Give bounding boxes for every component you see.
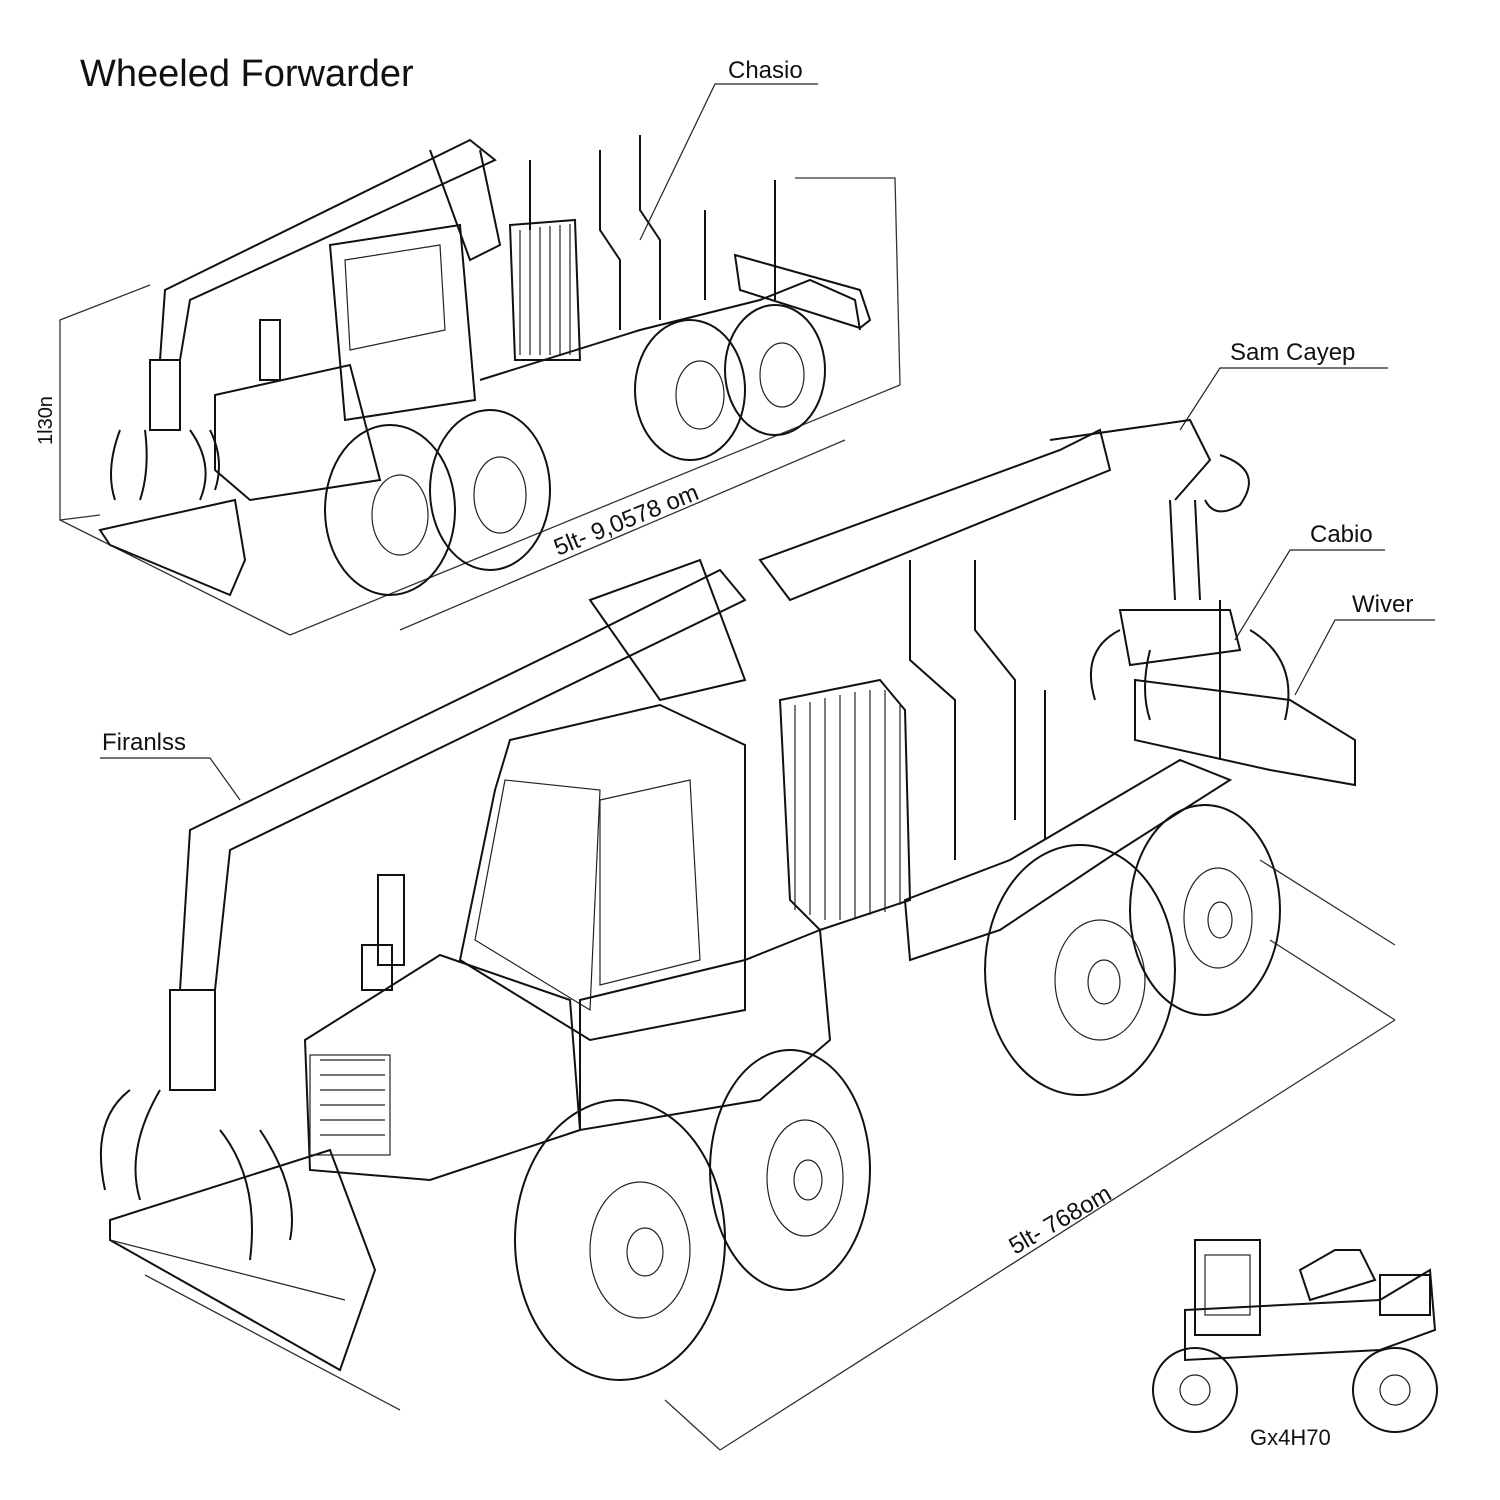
label-crane: Sam Cayep (1179, 339, 1388, 431)
label-blade: Wiver (1294, 591, 1435, 696)
label-frame-text: Firanlss (102, 729, 186, 756)
label-cab-text: Cabio (1310, 521, 1373, 548)
blade-main (109, 1148, 377, 1372)
label-frame: Firanlss (100, 729, 241, 801)
inset-cab (1194, 1239, 1261, 1336)
label-blade-text: Wiver (1352, 591, 1413, 618)
wheel-rear-left (984, 844, 1176, 1096)
engine-main (303, 953, 582, 1182)
inset-view: Gx4H70 (1152, 1239, 1438, 1450)
blade-top (98, 498, 247, 597)
forwarder-main (99, 418, 1356, 1381)
label-crane-text: Sam Cayep (1230, 339, 1355, 366)
label-chassis: Chasio (639, 57, 818, 241)
wheel-rear-right (1129, 804, 1281, 1016)
inset-model-text: Gx4H70 (1250, 1425, 1331, 1450)
dimension-length-main-text: 5lt- 768om (1005, 1180, 1117, 1260)
diagram-title: Wheeled Forwarder (80, 53, 414, 95)
dimension-length-top-text: 5lt- 9,0578 om (550, 479, 702, 562)
cab-top (328, 223, 477, 422)
label-cab: Cabio (1234, 521, 1385, 641)
label-chassis-text: Chasio (728, 57, 803, 84)
cab-main (458, 703, 746, 1042)
dimension-height-text: 1l30n (35, 396, 57, 445)
engine-top (214, 363, 382, 502)
forwarder-top (98, 135, 872, 597)
dimension-height: 1l30n (35, 284, 151, 521)
wheel-front-right (709, 1049, 871, 1291)
